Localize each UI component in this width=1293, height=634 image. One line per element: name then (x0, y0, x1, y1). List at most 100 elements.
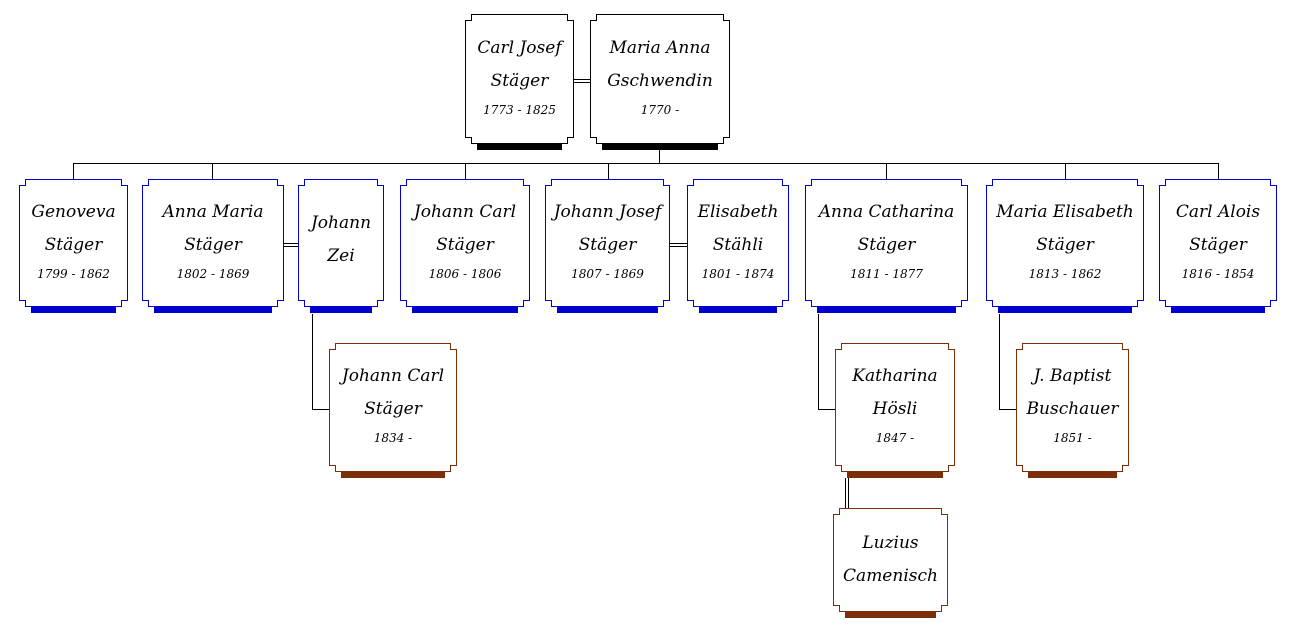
person-surname: Stäger (1036, 234, 1094, 255)
person-dates: 1816 - 1854 (1181, 266, 1255, 281)
card-frame (805, 179, 968, 307)
connector-grandchild-katharina-v (818, 314, 819, 410)
person-name: Elisabeth (697, 201, 779, 222)
card-shadow-bar (699, 307, 777, 313)
card-border (545, 179, 670, 307)
connector-child-johann-josef (608, 163, 609, 179)
person-name: Katharina (852, 366, 938, 386)
card-border (833, 508, 948, 612)
person-name: J. Baptist (1033, 366, 1112, 386)
person-surname: Camenisch (843, 566, 938, 586)
person-surname: Stäger (436, 234, 494, 255)
person-card-carl-josef[interactable]: Carl Josef Stäger 1773 - 1825 (465, 14, 574, 151)
connector-drop-root (659, 148, 660, 163)
person-surname: Zei (327, 245, 355, 266)
card-frame (1159, 179, 1277, 307)
person-card-johann-carl[interactable]: Johann Carl Stäger 1806 - 1806 (400, 179, 530, 314)
person-surname: Stäger (44, 234, 103, 255)
card-border (400, 179, 530, 307)
card-border (1159, 179, 1277, 307)
card-border (986, 179, 1144, 307)
person-dates: 1802 - 1869 (176, 266, 250, 281)
person-dates: 1811 - 1877 (850, 266, 923, 281)
card-frame (986, 179, 1144, 307)
person-card-maria-anna[interactable]: Maria Anna Gschwendin 1770 - (590, 14, 730, 151)
card-frame (833, 508, 948, 612)
card-shadow-bar (557, 307, 658, 313)
person-dates: 1770 - (640, 102, 680, 117)
connector-grandchild-johann-carl-h (312, 409, 329, 410)
person-name: Johann Carl (341, 366, 445, 386)
card-shadow-bar (31, 307, 116, 313)
card-shadow-bar (1171, 307, 1265, 313)
person-name: Anna Catharina (818, 201, 955, 222)
person-card-johann-josef[interactable]: Johann Josef Stäger 1807 - 1869 (545, 179, 670, 314)
person-card-johann-zei[interactable]: Johann Zei (298, 179, 384, 314)
person-dates: 1806 - 1806 (428, 266, 502, 281)
card-frame (835, 343, 955, 472)
person-surname: Stähli (712, 234, 764, 255)
person-surname: Stäger (1189, 234, 1247, 255)
card-shadow-bar (477, 144, 562, 150)
person-dates: 1813 - 1862 (1028, 266, 1102, 281)
person-card-johann-carl-jr[interactable]: Johann Carl Stäger 1834 - (329, 343, 457, 479)
card-shadow-bar (998, 307, 1132, 313)
person-dates: 1773 - 1825 (483, 102, 556, 117)
person-name: Anna Maria (162, 201, 264, 222)
person-dates: 1801 - 1874 (701, 266, 775, 281)
person-surname: Gschwendin (607, 70, 713, 91)
card-frame (465, 14, 574, 144)
person-card-j-baptist[interactable]: J. Baptist Buschauer 1851 - (1016, 343, 1129, 479)
card-shadow-bar (602, 144, 718, 150)
connector-sibling-bus (73, 163, 1219, 164)
card-frame (329, 343, 457, 472)
connector-grandchild-buschauer-v (999, 314, 1000, 410)
person-name: Carl Alois (1175, 201, 1261, 222)
connector-child-johann-carl (465, 163, 466, 179)
person-dates: 1807 - 1869 (571, 266, 644, 281)
person-card-katharina[interactable]: Katharina Hösli 1847 - (835, 343, 955, 479)
connector-child-genoveva (73, 163, 74, 179)
person-surname: Stäger (490, 70, 549, 91)
card-shadow-bar (310, 307, 372, 313)
card-shadow-bar (1028, 472, 1117, 478)
card-shadow-bar (154, 307, 272, 313)
card-border (142, 179, 284, 307)
card-border (19, 179, 128, 307)
card-shadow-bar (817, 307, 956, 313)
card-frame (298, 179, 384, 307)
person-card-anna-maria[interactable]: Anna Maria Stäger 1802 - 1869 (142, 179, 284, 314)
card-border (1016, 343, 1129, 472)
person-card-elisabeth[interactable]: Elisabeth Stähli 1801 - 1874 (687, 179, 789, 314)
card-frame (687, 179, 789, 307)
person-card-genoveva[interactable]: Genoveva Stäger 1799 - 1862 (19, 179, 128, 314)
person-dates: 1834 - (373, 431, 413, 445)
person-surname: Stäger (364, 399, 422, 419)
person-card-anna-catharina[interactable]: Anna Catharina Stäger 1811 - 1877 (805, 179, 968, 314)
connector-grandchild-katharina-h (818, 409, 835, 410)
person-name: Maria Elisabeth (996, 201, 1134, 222)
person-dates: 1851 - (1053, 431, 1092, 445)
marriage-connector-anna-maria-johann-zei (284, 243, 298, 247)
card-frame (545, 179, 670, 307)
person-surname: Buschauer (1026, 399, 1119, 419)
connector-child-maria-elisabeth (1065, 163, 1066, 179)
person-name: Luzius (862, 533, 919, 553)
card-border (835, 343, 955, 472)
person-name: Johann Josef (553, 201, 662, 222)
person-card-maria-elisabeth[interactable]: Maria Elisabeth Stäger 1813 - 1862 (986, 179, 1144, 314)
card-frame (142, 179, 284, 307)
person-surname: Stäger (857, 234, 916, 255)
card-border (590, 14, 730, 144)
connector-child-anna-maria (212, 163, 213, 179)
connector-child-carl-alois (1218, 163, 1219, 179)
person-card-carl-alois[interactable]: Carl Alois Stäger 1816 - 1854 (1159, 179, 1277, 314)
card-border (687, 179, 789, 307)
person-name: Carl Josef (477, 37, 562, 58)
person-surname: Hösli (872, 399, 918, 419)
connector-grandchild-buschauer-h (999, 409, 1016, 410)
card-frame (1016, 343, 1129, 472)
marriage-connector-carl-maria (574, 79, 590, 83)
person-card-luzius[interactable]: Luzius Camenisch (833, 508, 948, 619)
card-border (805, 179, 968, 307)
